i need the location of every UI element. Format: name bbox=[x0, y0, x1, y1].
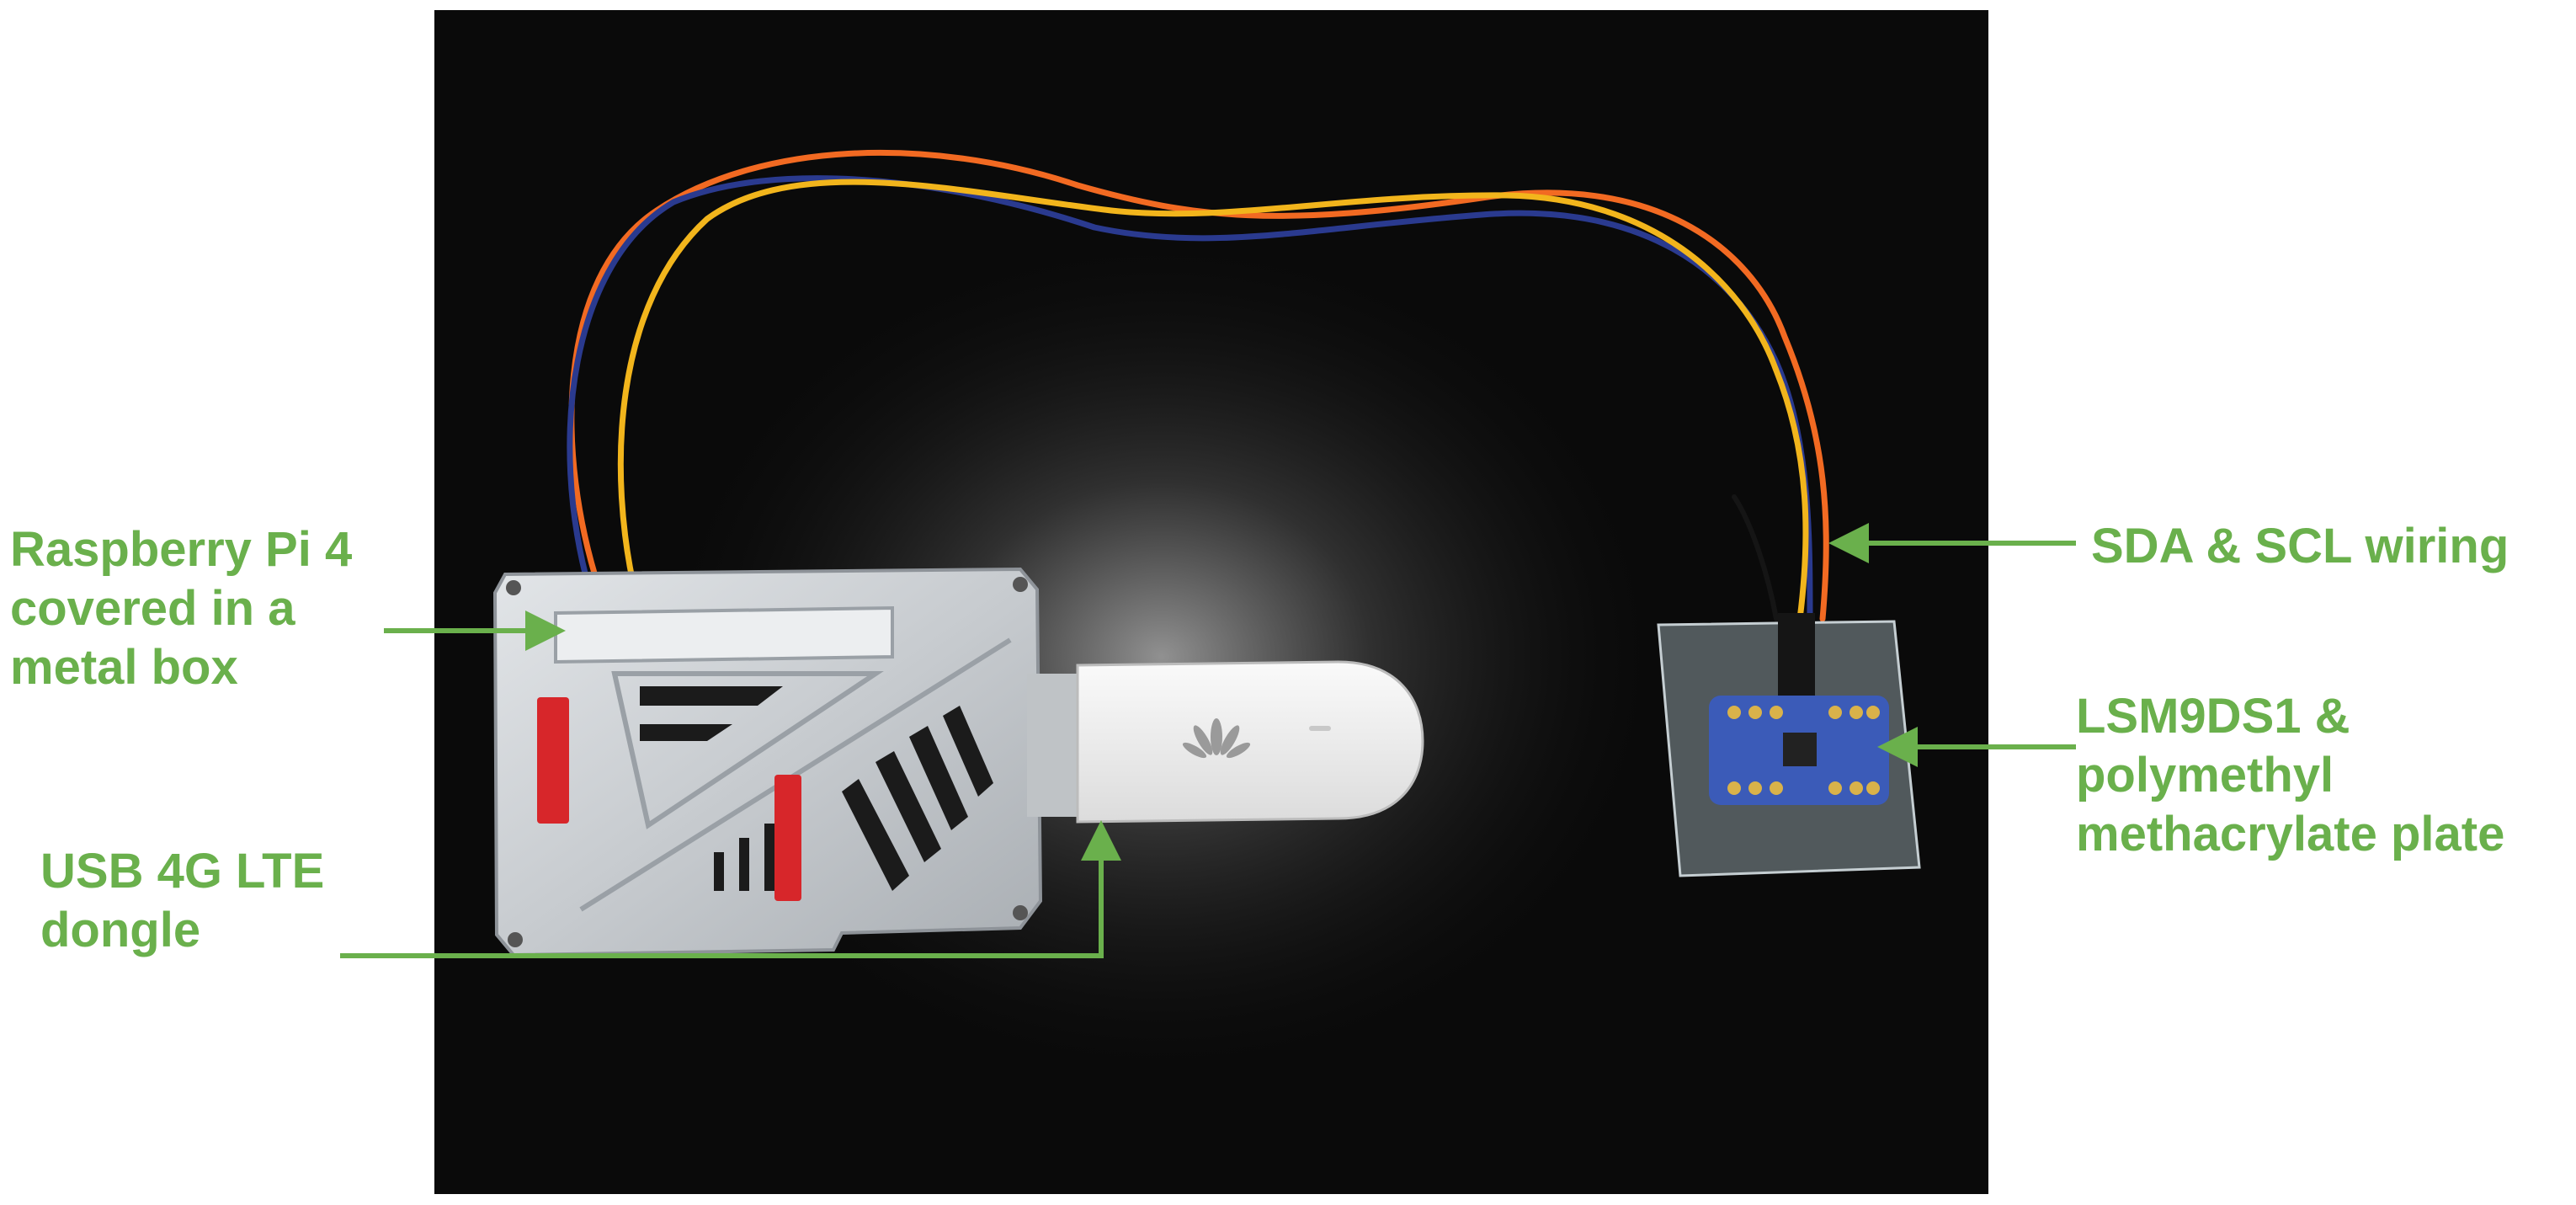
label-line: dongle bbox=[40, 903, 201, 957]
case-screw bbox=[1013, 577, 1028, 592]
label-line: SDA & SCL wiring bbox=[2091, 519, 2509, 573]
label-line: covered in a bbox=[10, 581, 295, 636]
dongle-body bbox=[1076, 660, 1424, 824]
label-line: Raspberry Pi 4 bbox=[10, 522, 353, 577]
sensor-chip bbox=[1783, 733, 1817, 766]
label-raspberry-pi: Raspberry Pi 4 covered in a metal box bbox=[10, 520, 352, 697]
arrow-usb bbox=[340, 820, 1121, 958]
dongle-led bbox=[1309, 726, 1331, 731]
huawei-logo-icon bbox=[1182, 718, 1251, 759]
label-line: polymethyl bbox=[2076, 748, 2334, 802]
acrylic-plate-with-sensor bbox=[1657, 613, 1921, 877]
i2c-wires bbox=[567, 149, 1829, 622]
label-line: metal box bbox=[10, 640, 238, 695]
red-reflector-left bbox=[537, 697, 569, 824]
label-sda-scl: SDA & SCL wiring bbox=[2091, 517, 2509, 576]
case-top-bar bbox=[554, 605, 894, 664]
case-vent-slots bbox=[640, 686, 993, 891]
wire-yellow bbox=[617, 179, 1809, 622]
wire-blue bbox=[567, 175, 1813, 622]
header-pins bbox=[1778, 613, 1815, 706]
case-screw bbox=[1013, 905, 1028, 920]
callout-arrows bbox=[340, 523, 2076, 958]
red-reflector-right bbox=[774, 775, 801, 901]
raspberry-pi-case bbox=[492, 567, 1043, 957]
case-body bbox=[492, 567, 1043, 957]
wire-black bbox=[1732, 494, 1779, 621]
label-line: USB 4G LTE bbox=[40, 844, 325, 898]
label-line: methacrylate plate bbox=[2076, 807, 2505, 861]
label-lsm9ds1: LSM9DS1 & polymethyl methacrylate plate bbox=[2076, 687, 2504, 864]
case-screw bbox=[506, 580, 521, 595]
board-pads bbox=[1727, 706, 1880, 795]
usb-lte-dongle bbox=[1027, 660, 1424, 824]
case-screw bbox=[508, 932, 523, 947]
dongle-neck bbox=[1027, 674, 1086, 817]
label-usb-dongle: USB 4G LTE dongle bbox=[40, 842, 324, 960]
label-line: LSM9DS1 & bbox=[2076, 689, 2350, 744]
